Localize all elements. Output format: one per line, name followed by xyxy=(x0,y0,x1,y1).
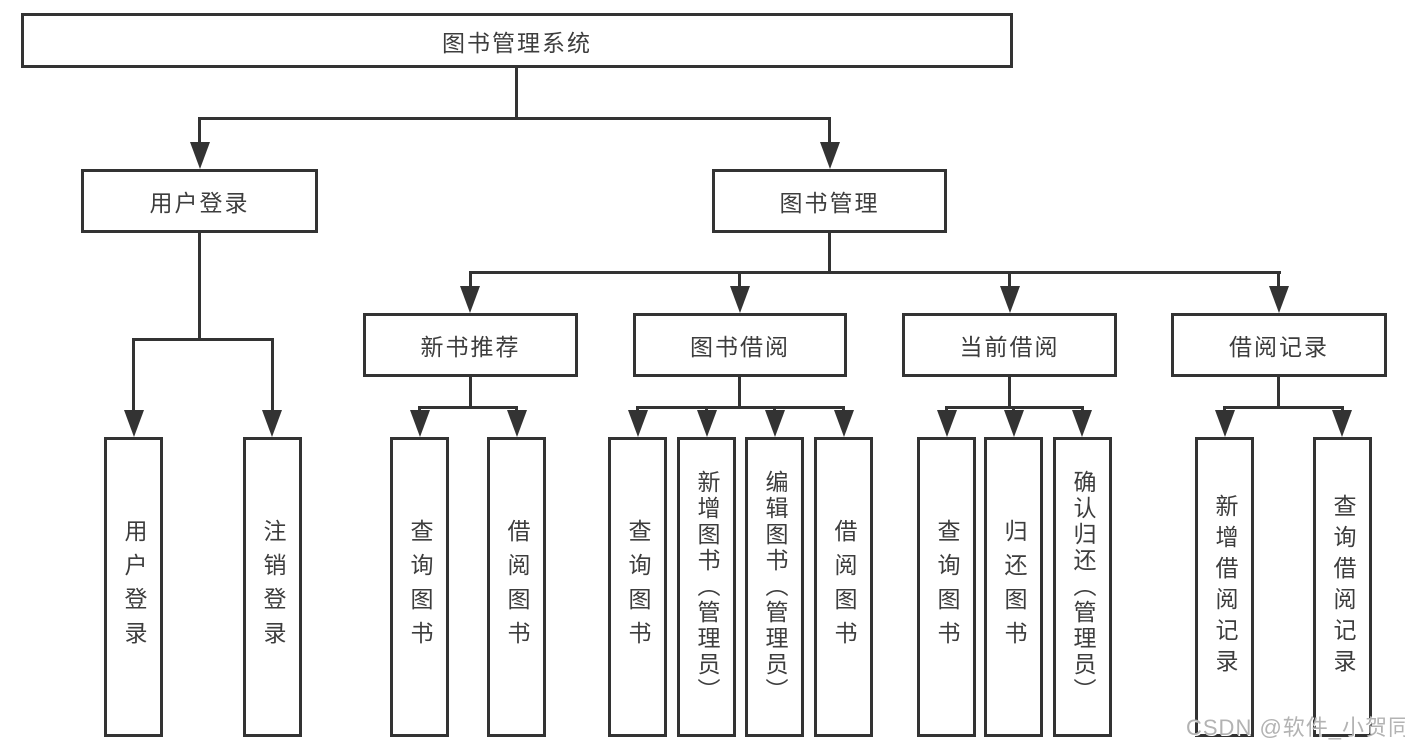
arrowhead-down-icon xyxy=(820,142,840,169)
arrowhead-down-icon xyxy=(262,410,282,437)
arrowhead-down-icon xyxy=(730,286,750,313)
arrowhead-down-icon xyxy=(460,286,480,313)
node-book-borrowing: 图书借阅 xyxy=(633,313,847,377)
leaf-label: 用户登录 xyxy=(121,519,147,655)
connector-line xyxy=(738,377,741,408)
leaf-borrow-books: 借阅图书 xyxy=(814,437,873,737)
leaf-edit-books-admin: 编辑图书（管理员） xyxy=(745,437,804,737)
connector-line xyxy=(1008,271,1011,288)
leaf-label: 查询图书 xyxy=(625,519,651,655)
leaf-query-borrow-record: 查询借阅记录 xyxy=(1313,437,1372,737)
leaf-label: 归还图书 xyxy=(1001,519,1027,655)
node-label: 图书借阅 xyxy=(690,334,790,360)
connector-line xyxy=(828,233,831,274)
node-label: 新书推荐 xyxy=(420,334,521,360)
connector-line xyxy=(1223,406,1226,412)
node-book-management-branch: 图书管理 xyxy=(712,169,947,233)
connector-line xyxy=(515,406,518,412)
leaf-label: 编辑图书（管理员） xyxy=(762,470,788,704)
arrowhead-down-icon xyxy=(507,410,527,437)
connector-line xyxy=(469,271,472,288)
node-label: 借阅记录 xyxy=(1229,334,1329,360)
connector-line xyxy=(636,406,639,412)
arrowhead-down-icon xyxy=(1072,410,1092,437)
leaf-label: 借阅图书 xyxy=(504,519,530,655)
node-borrowing-records: 借阅记录 xyxy=(1171,313,1387,377)
arrowhead-down-icon xyxy=(937,410,957,437)
leaf-label: 查询图书 xyxy=(407,519,433,655)
connector-line xyxy=(1081,406,1084,412)
leaf-label: 新增图书（管理员） xyxy=(694,470,720,704)
connector-line xyxy=(198,117,831,120)
leaf-borrow-books-newbook: 借阅图书 xyxy=(487,437,546,737)
connector-line xyxy=(842,406,845,412)
connector-line xyxy=(132,338,274,341)
connector-line xyxy=(828,117,831,145)
leaf-label: 确认归还（管理员） xyxy=(1070,470,1096,704)
connector-line xyxy=(418,406,518,409)
leaf-query-books-newbook: 查询图书 xyxy=(390,437,449,737)
connector-line xyxy=(1008,377,1011,408)
arrowhead-down-icon xyxy=(124,410,144,437)
connector-line xyxy=(1223,406,1344,409)
connector-line xyxy=(515,68,518,120)
connector-line xyxy=(132,338,135,412)
leaf-confirm-return-admin: 确认归还（管理员） xyxy=(1053,437,1112,737)
leaf-logout: 注销登录 xyxy=(243,437,302,737)
node-label: 图书管理 xyxy=(779,190,880,216)
arrowhead-down-icon xyxy=(1000,286,1020,313)
leaf-label: 新增借阅记录 xyxy=(1212,494,1238,680)
arrowhead-down-icon xyxy=(1332,410,1352,437)
leaf-query-books-current: 查询图书 xyxy=(917,437,976,737)
connector-line xyxy=(1012,406,1015,412)
connector-line xyxy=(469,271,1281,274)
arrowhead-down-icon xyxy=(834,410,854,437)
arrowhead-down-icon xyxy=(697,410,717,437)
leaf-query-books-borrow: 查询图书 xyxy=(608,437,667,737)
leaf-label: 查询图书 xyxy=(934,519,960,655)
arrowhead-down-icon xyxy=(1269,286,1289,313)
connector-line xyxy=(705,406,708,412)
connector-line xyxy=(1341,406,1344,412)
connector-line xyxy=(198,117,201,145)
node-user-login-branch: 用户登录 xyxy=(81,169,318,233)
leaf-return-books: 归还图书 xyxy=(984,437,1043,737)
node-library-management-system: 图书管理系统 xyxy=(21,13,1013,68)
arrowhead-down-icon xyxy=(1215,410,1235,437)
leaf-user-login: 用户登录 xyxy=(104,437,163,737)
leaf-label: 注销登录 xyxy=(260,519,286,655)
leaf-add-books-admin: 新增图书（管理员） xyxy=(677,437,736,737)
connector-line xyxy=(1277,377,1280,408)
connector-line xyxy=(271,338,274,412)
arrowhead-down-icon xyxy=(1004,410,1024,437)
arrowhead-down-icon xyxy=(410,410,430,437)
node-new-book-recommend: 新书推荐 xyxy=(363,313,578,377)
connector-line xyxy=(198,233,201,340)
node-label: 当前借阅 xyxy=(959,334,1060,360)
connector-line xyxy=(738,271,741,288)
connector-line xyxy=(469,377,472,408)
csdn-watermark: CSDN @软件_小贺同学 xyxy=(1186,715,1405,740)
node-current-borrowing: 当前借阅 xyxy=(902,313,1117,377)
leaf-label: 借阅图书 xyxy=(831,519,857,655)
connector-line xyxy=(418,406,421,412)
leaf-label: 查询借阅记录 xyxy=(1330,494,1356,680)
node-label: 用户登录 xyxy=(149,190,250,216)
connector-line xyxy=(773,406,776,412)
node-label: 图书管理系统 xyxy=(442,29,592,56)
connector-line xyxy=(636,406,845,409)
arrowhead-down-icon xyxy=(628,410,648,437)
arrowhead-down-icon xyxy=(765,410,785,437)
connector-line xyxy=(945,406,948,412)
leaf-add-borrow-record: 新增借阅记录 xyxy=(1195,437,1254,737)
connector-line xyxy=(1277,271,1280,288)
arrowhead-down-icon xyxy=(190,142,210,169)
